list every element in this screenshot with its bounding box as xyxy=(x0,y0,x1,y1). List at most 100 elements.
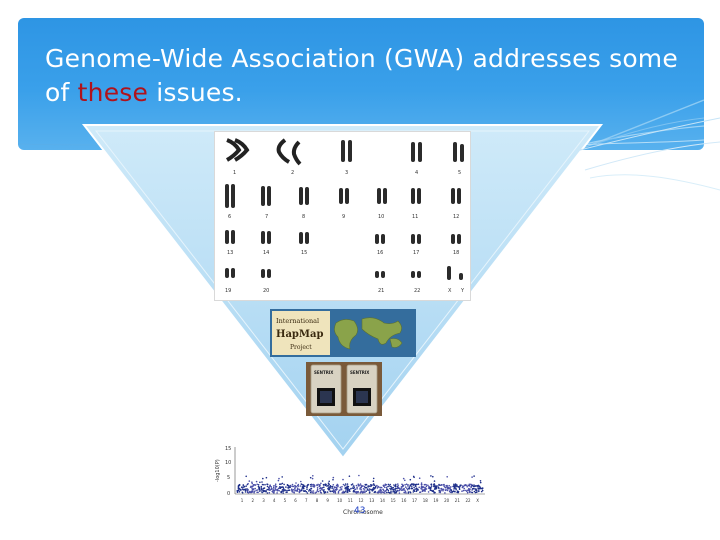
snp-point xyxy=(369,485,371,488)
snp-point xyxy=(306,492,309,494)
snp-point xyxy=(312,492,315,494)
snp-point xyxy=(348,475,351,477)
snp-point xyxy=(394,491,396,494)
snp-point xyxy=(326,491,329,493)
snp-point xyxy=(356,486,358,489)
snp-point xyxy=(319,490,321,492)
snp-point xyxy=(440,484,442,486)
snp-point xyxy=(333,486,336,488)
snp-point xyxy=(398,492,401,494)
snp-point xyxy=(272,488,274,490)
snp-point xyxy=(280,491,282,493)
snp-point xyxy=(471,484,474,487)
snp-point xyxy=(237,484,240,487)
manhattan-xtick: 9 xyxy=(326,498,329,503)
snp-point xyxy=(454,485,457,487)
snp-point xyxy=(405,492,407,494)
manhattan-xtick: 19 xyxy=(433,498,439,503)
snp-point xyxy=(475,488,477,490)
snp-point xyxy=(244,491,247,493)
snp-point xyxy=(253,484,255,486)
chromosome-label: 17 xyxy=(413,250,419,256)
snp-point xyxy=(318,484,321,486)
snp-point xyxy=(437,485,439,487)
snp-point xyxy=(281,486,283,488)
snp-point xyxy=(274,483,277,485)
snp-point xyxy=(277,479,280,482)
snp-point xyxy=(311,483,313,486)
snp-point xyxy=(372,486,375,489)
hapmap-line3: Project xyxy=(290,344,312,351)
snp-point xyxy=(468,484,470,487)
snp-point xyxy=(268,486,270,488)
snp-point xyxy=(308,488,311,491)
snp-point xyxy=(408,486,411,488)
snp-point xyxy=(268,487,271,490)
snp-point xyxy=(296,487,299,489)
snp-point xyxy=(266,485,269,488)
snp-point xyxy=(247,492,250,494)
snp-point xyxy=(434,487,436,490)
snp-point xyxy=(354,491,357,493)
snp-point xyxy=(419,491,421,494)
snp-point xyxy=(464,484,466,487)
genotyping-chip-right: SENTRIX xyxy=(346,364,378,414)
snp-point xyxy=(268,489,271,491)
snp-point xyxy=(309,476,312,479)
manhattan-xtick: 7 xyxy=(305,498,308,503)
manhattan-ytick: 5 xyxy=(227,475,230,481)
manhattan-xtick: 21 xyxy=(455,498,461,503)
snp-point xyxy=(294,487,296,490)
snp-point xyxy=(478,485,481,488)
snp-point xyxy=(389,483,391,486)
snp-point xyxy=(356,488,358,490)
manhattan-xtick: X xyxy=(476,498,479,503)
snp-point xyxy=(477,485,479,488)
snp-point xyxy=(397,490,399,492)
snp-point xyxy=(366,488,369,490)
snp-point xyxy=(297,485,300,487)
snp-point xyxy=(449,487,451,490)
snp-point xyxy=(359,483,362,485)
snp-point xyxy=(353,486,355,489)
snp-point xyxy=(275,489,277,491)
snp-point xyxy=(307,483,309,486)
snp-point xyxy=(370,484,372,486)
snp-point xyxy=(315,491,318,493)
snp-point xyxy=(252,488,255,490)
chromosome-label: 6 xyxy=(228,214,231,220)
snp-point xyxy=(279,483,281,485)
karyotype-row2-labels: 6 7 8 9 10 11 12 xyxy=(228,214,459,220)
snp-point xyxy=(442,488,445,491)
snp-point xyxy=(328,480,330,483)
snp-point xyxy=(415,487,418,489)
snp-point xyxy=(278,490,280,492)
snp-point xyxy=(462,489,465,492)
snp-point xyxy=(412,491,415,493)
snp-point xyxy=(357,491,359,494)
chromosome-label: 21 xyxy=(378,288,384,294)
snp-point xyxy=(260,487,263,489)
snp-point xyxy=(313,484,316,486)
snp-point xyxy=(276,488,279,491)
snp-point xyxy=(299,485,302,487)
snp-point xyxy=(355,484,358,487)
hapmap-line2: HapMap xyxy=(276,329,323,340)
snp-point xyxy=(384,483,387,486)
snp-point xyxy=(368,491,371,493)
manhattan-xtick: 12 xyxy=(359,498,365,503)
snp-point xyxy=(329,485,332,487)
snp-point xyxy=(246,490,249,493)
snp-point xyxy=(472,485,475,488)
snp-point xyxy=(262,483,264,486)
snp-point xyxy=(413,476,415,479)
snp-point xyxy=(435,486,438,488)
snp-point xyxy=(350,487,352,490)
snp-point xyxy=(433,480,436,482)
snp-point xyxy=(428,486,430,488)
snp-point xyxy=(382,489,385,491)
snp-point xyxy=(376,491,378,494)
chip-brand-left: SENTRIX xyxy=(314,370,333,375)
